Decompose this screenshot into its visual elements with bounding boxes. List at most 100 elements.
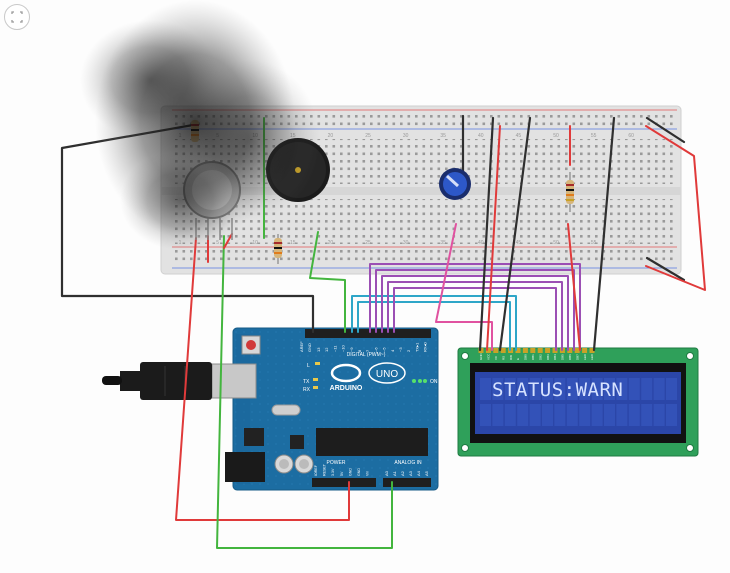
column-number: 50	[553, 133, 559, 139]
lcd-pin[interactable]	[574, 348, 580, 353]
digital-pin-label: 4	[390, 349, 395, 352]
digital-pin-label: 2	[406, 349, 411, 352]
lcd-pin[interactable]	[530, 348, 536, 353]
aref-label: AREF	[299, 341, 304, 352]
lcd-cell	[616, 378, 628, 400]
column-number: 45	[516, 133, 522, 139]
wire-rail-bridge[interactable]	[645, 125, 706, 291]
usb-port[interactable]	[211, 363, 257, 399]
power-pin-label: 3.3V	[331, 468, 335, 476]
rx-label: RX	[303, 387, 311, 393]
lcd-pin[interactable]	[537, 348, 543, 353]
lcd-cell	[554, 378, 566, 400]
lcd-pin[interactable]	[567, 348, 573, 353]
resistor-buzzer[interactable]	[274, 234, 282, 264]
analog-pin-label: A5	[424, 470, 429, 476]
wire-data-5[interactable]	[393, 287, 557, 351]
power-jack[interactable]	[225, 452, 265, 482]
potentiometer[interactable]	[439, 168, 471, 200]
wire-contrast[interactable]	[435, 223, 493, 351]
lcd-pin[interactable]	[552, 348, 558, 353]
arduino-uno[interactable]: ARDUINO UNO DIGITAL (PWM~) POWER ANALOG …	[211, 327, 439, 491]
column-number: 40	[478, 240, 484, 246]
lcd-pin-label: DB0	[524, 354, 528, 360]
resistor-lcd[interactable]	[566, 172, 574, 212]
center-channel	[161, 187, 681, 195]
lcd-pin-label: E	[516, 358, 520, 360]
digital-pin-label: 13	[316, 347, 321, 352]
wire-data-1[interactable]	[369, 263, 581, 351]
digital-pin-label: 7	[365, 349, 370, 352]
wire-sensor-a0[interactable]	[216, 235, 393, 549]
lcd-cell	[529, 404, 541, 426]
lcd-pin[interactable]	[515, 348, 521, 353]
digital-pin-label: ~10	[341, 344, 346, 352]
lcd-pin[interactable]	[582, 348, 588, 353]
wire-data-2[interactable]	[375, 269, 575, 351]
digital-pin-label: 8	[357, 349, 362, 352]
wire-data-4[interactable]	[387, 281, 563, 351]
column-number: 35	[440, 133, 446, 139]
wire-lcd-vcc[interactable]	[486, 125, 501, 351]
column-number: 30	[403, 240, 409, 246]
bottom-power-rail	[172, 250, 677, 265]
lcd-cell	[653, 404, 665, 426]
lcd-cell	[641, 404, 653, 426]
wire-blue-1[interactable]	[351, 295, 517, 351]
lcd-cell	[504, 404, 516, 426]
lcd-pin[interactable]	[522, 348, 528, 353]
power-pin-label: GND	[348, 468, 352, 476]
lcd-pin-label: DB2	[538, 354, 542, 360]
arduino-logo-icon	[330, 363, 362, 383]
wire-5v[interactable]	[175, 237, 350, 521]
power-pin-label: Vin	[366, 471, 370, 476]
wire-blue-2[interactable]	[357, 301, 511, 351]
column-number: 60	[628, 133, 634, 139]
digital-pin-label: ~11	[332, 345, 337, 352]
column-number: 45	[516, 240, 522, 246]
digital-pin-label: TX▸1	[414, 342, 419, 352]
lcd-pin-label: DB1	[531, 354, 535, 360]
lcd-pin[interactable]	[493, 348, 499, 353]
power-pin-label: 5V	[340, 471, 344, 476]
lcd-pin[interactable]	[500, 348, 506, 353]
lcd-cell	[566, 404, 578, 426]
power-pin-label: IOREF	[314, 464, 318, 476]
lcd-cell	[480, 404, 491, 426]
lcd-cell	[579, 378, 591, 400]
lcd-pin[interactable]	[478, 348, 484, 353]
digital-pin-label: ~6	[373, 347, 378, 352]
lcd-display-text: STATUS:WARN	[492, 379, 624, 401]
analog-pin-label: A4	[416, 470, 421, 476]
lcd-cell	[628, 404, 640, 426]
fit-to-view-button[interactable]	[4, 4, 30, 30]
lcd-pin-label: LED	[583, 353, 587, 360]
lcd-cell	[517, 404, 529, 426]
lcd-pin[interactable]	[545, 348, 551, 353]
lcd-pin[interactable]	[485, 348, 491, 353]
lcd-pin[interactable]	[589, 348, 595, 353]
crystal	[271, 404, 301, 416]
power-label: POWER	[327, 460, 346, 466]
usb-cable[interactable]	[102, 362, 212, 400]
analog-pin-label: A2	[400, 470, 405, 476]
wire-lcd-gnd[interactable]	[478, 116, 495, 352]
lcd-pin-label: V0	[494, 356, 498, 360]
lcd-cell	[542, 404, 553, 426]
column-number: 55	[591, 133, 597, 139]
wire-buzzer-signal[interactable]	[309, 231, 346, 333]
digital-pin-label: 12	[324, 347, 329, 352]
wire-data-3[interactable]	[381, 275, 569, 351]
arduino-brand: ARDUINO	[330, 385, 363, 392]
power-header	[312, 478, 376, 487]
analog-pin-label: A1	[392, 470, 397, 476]
lcd-pin-label: DB3	[546, 354, 550, 360]
column-number: 40	[478, 133, 484, 139]
column-number: 60	[628, 240, 634, 246]
column-number: 20	[328, 133, 334, 139]
lcd-pin-label: DB5	[561, 354, 565, 360]
